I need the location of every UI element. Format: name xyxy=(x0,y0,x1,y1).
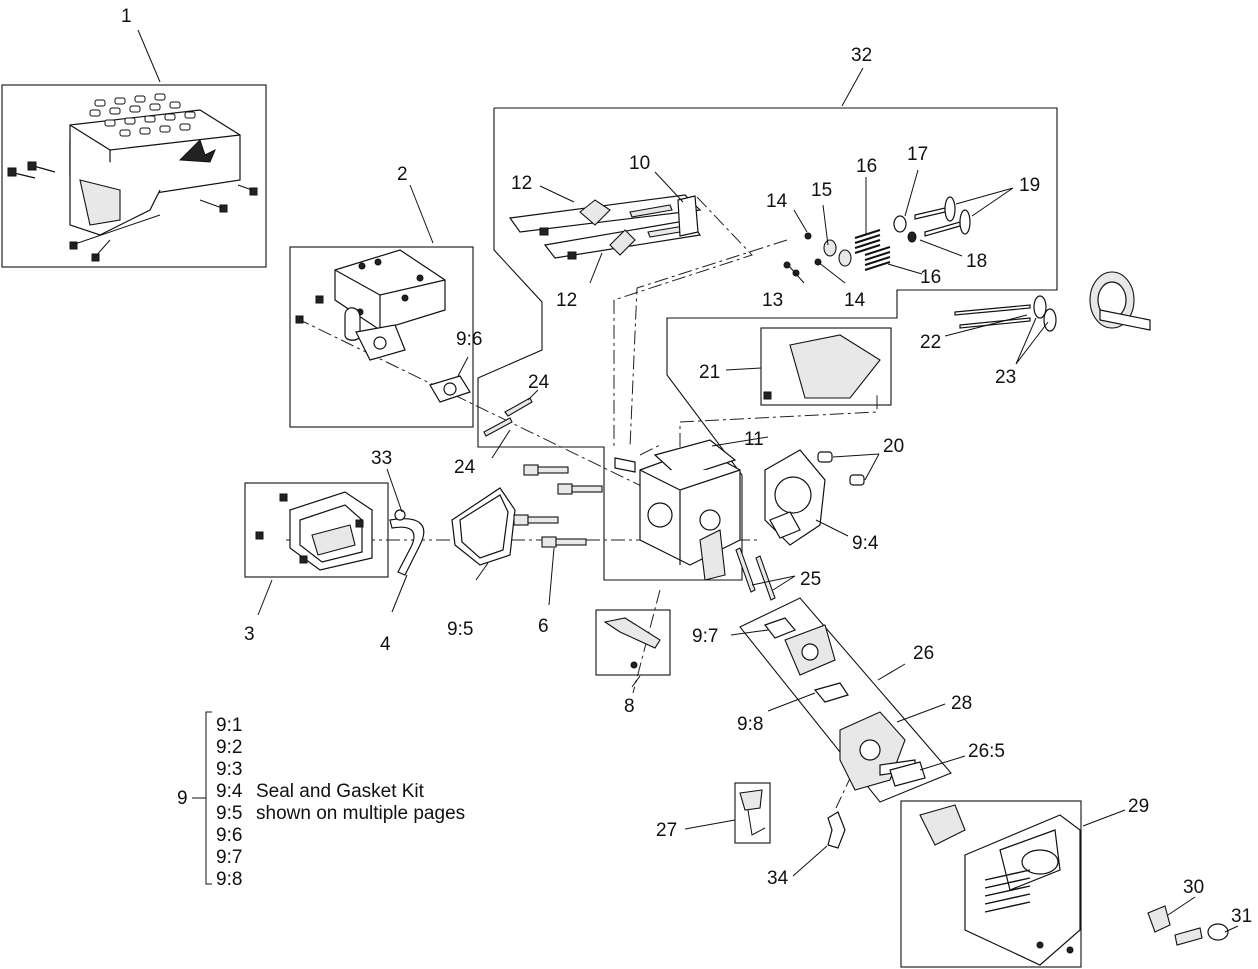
box-part-26 xyxy=(739,597,952,803)
head-gasket-part xyxy=(764,449,826,546)
engine-cover-part xyxy=(7,93,258,262)
kit-description-line2: shown on multiple pages xyxy=(256,803,465,824)
callout-10: 10 xyxy=(629,153,650,174)
box-part-32 xyxy=(477,107,1058,581)
kit-item-6: 9:6 xyxy=(216,825,242,846)
bracket-part xyxy=(603,617,661,669)
callout-20: 20 xyxy=(883,436,904,457)
callout-22: 22 xyxy=(920,332,941,353)
callout-18: 18 xyxy=(966,251,987,272)
box-part-29 xyxy=(900,800,1082,968)
callout-12b: 12 xyxy=(556,290,577,311)
callout-2: 2 xyxy=(397,164,408,185)
callout-25: 25 xyxy=(800,569,821,590)
kit-item-3: 9:3 xyxy=(216,759,242,780)
callout-14b: 14 xyxy=(844,290,866,311)
leader-lines xyxy=(137,29,1239,933)
callout-8: 8 xyxy=(624,696,635,717)
callout-23: 23 xyxy=(995,367,1016,388)
callout-11: 11 xyxy=(744,429,764,450)
callout-16a: 16 xyxy=(856,156,877,177)
intake-gasket-part xyxy=(764,617,796,639)
callout-9-6: 9:6 xyxy=(456,329,482,350)
callout-26: 26 xyxy=(913,643,934,664)
callout-15: 15 xyxy=(811,180,832,201)
kit-number: 9 xyxy=(177,788,188,809)
callout-34: 34 xyxy=(767,868,789,889)
camshaft-part xyxy=(954,271,1151,332)
wire-harness-part xyxy=(739,789,766,836)
callout-31: 31 xyxy=(1231,906,1252,927)
head-bolts-part xyxy=(513,464,603,548)
valve-springs-part xyxy=(783,215,917,277)
callout-26-5: 26:5 xyxy=(968,741,1005,762)
kit-item-1: 9:1 xyxy=(216,715,242,736)
rocker-plate-part xyxy=(677,195,699,237)
callout-13: 13 xyxy=(762,290,783,311)
carb-gasket-part xyxy=(813,682,849,703)
switch-part xyxy=(1147,905,1171,933)
callout-9-7: 9:7 xyxy=(692,626,718,647)
kit-description-line1: Seal and Gasket Kit xyxy=(256,781,425,802)
carb-gasket-26-5-part xyxy=(889,761,926,787)
kit-item-5: 9:5 xyxy=(216,803,242,824)
breather-hose-part xyxy=(389,509,425,576)
callout-9-8: 9:8 xyxy=(737,714,763,735)
callout-21: 21 xyxy=(699,362,720,383)
assembly-line-a xyxy=(295,317,671,501)
kit-item-4: 9:4 xyxy=(216,781,243,802)
callout-4: 4 xyxy=(380,634,391,655)
callout-29: 29 xyxy=(1128,796,1149,817)
callout-28: 28 xyxy=(951,693,972,714)
box-part-1 xyxy=(1,84,267,268)
callout-27: 27 xyxy=(656,820,677,841)
callout-labels: 1 2 3 4 6 8 9:6 9:5 9:4 9:7 9:8 10 11 12… xyxy=(121,6,1252,927)
muffler-part xyxy=(295,249,446,361)
callout-3: 3 xyxy=(244,624,255,645)
cover-plate-21-part xyxy=(763,334,881,400)
valve-cover-gasket-part xyxy=(451,487,516,566)
callout-12a: 12 xyxy=(511,173,532,194)
assembly-line-d xyxy=(613,196,753,447)
callout-33: 33 xyxy=(371,448,392,469)
callout-1: 1 xyxy=(121,6,132,27)
callout-14a: 14 xyxy=(766,191,788,212)
callout-30: 30 xyxy=(1183,877,1204,898)
kit-note: 9 9:1 9:2 9:3 9:4 9:5 9:6 9:7 9:8 Seal a… xyxy=(177,711,465,890)
exhaust-studs-part xyxy=(483,397,533,437)
intake-spacer-part xyxy=(784,624,836,676)
valve-cover-part xyxy=(255,491,373,571)
kit-item-7: 9:7 xyxy=(216,847,242,868)
box-part-2 xyxy=(289,246,474,428)
key-part xyxy=(1174,923,1229,946)
shroud-part xyxy=(919,804,1081,966)
kit-item-2: 9:2 xyxy=(216,737,242,758)
callout-32: 32 xyxy=(851,45,872,66)
kit-item-8: 9:8 xyxy=(216,869,242,890)
linkage-part xyxy=(827,811,846,849)
callout-24b: 24 xyxy=(454,457,476,478)
assembly-line-e xyxy=(629,239,788,448)
callout-16b: 16 xyxy=(920,267,941,288)
cylinder-head-part xyxy=(614,439,741,581)
dowel-pins-part xyxy=(817,451,865,486)
box-part-27 xyxy=(734,782,771,844)
rocker-arms-part xyxy=(508,194,702,260)
assembly-line-c xyxy=(639,444,661,456)
callout-24a: 24 xyxy=(528,372,550,393)
callout-9-4: 9:4 xyxy=(852,533,879,554)
assembly-line-f xyxy=(679,393,878,447)
carb-studs-part xyxy=(735,547,776,601)
valves-part xyxy=(914,196,971,237)
callout-9-5: 9:5 xyxy=(447,619,473,640)
box-part-21 xyxy=(760,327,892,406)
callout-6: 6 xyxy=(538,616,549,637)
box-part-3 xyxy=(244,482,389,578)
callout-17: 17 xyxy=(907,144,928,165)
exhaust-gasket-part xyxy=(429,375,471,403)
box-part-8 xyxy=(595,609,671,676)
callout-19: 19 xyxy=(1019,175,1040,196)
